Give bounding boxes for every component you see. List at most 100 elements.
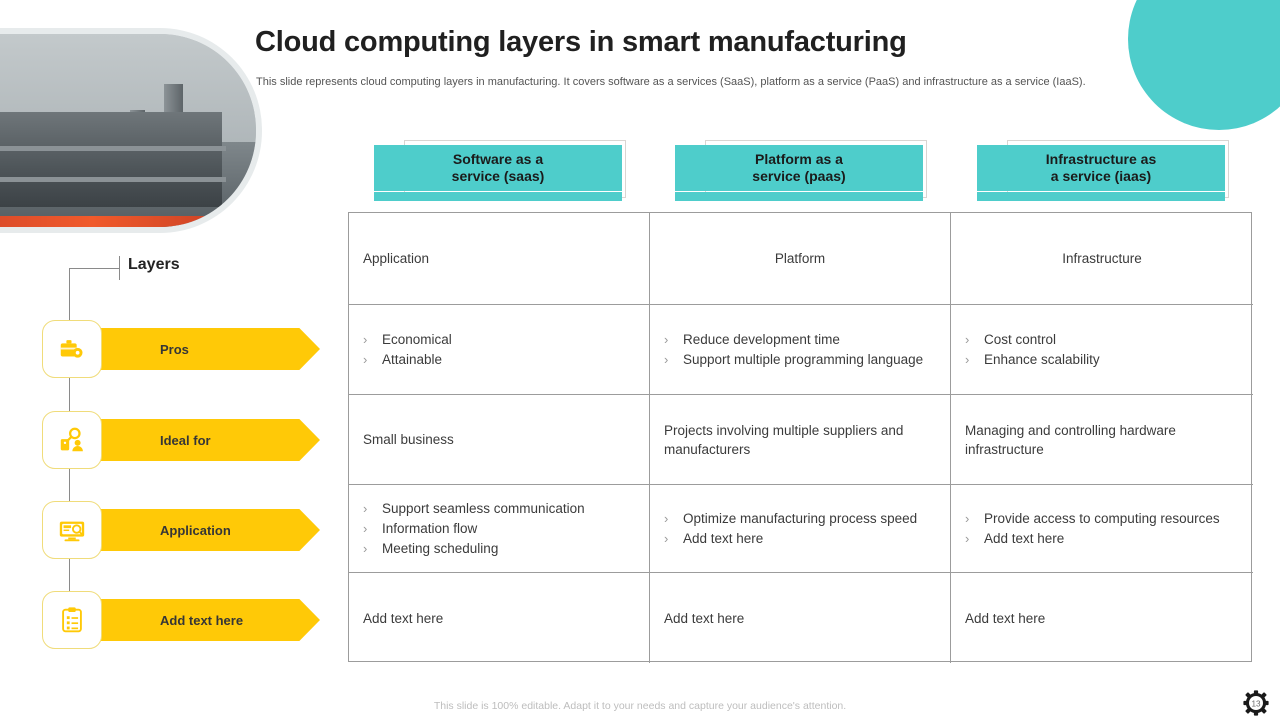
bullet-item: ›Support seamless communication: [363, 499, 635, 518]
bullet-item: › Economical: [363, 330, 635, 349]
bullet-text: Support multiple programming language: [683, 352, 924, 367]
chevron-right-icon: ›: [965, 511, 970, 526]
sidebar-item-label: Ideal for: [160, 432, 211, 448]
chevron-right-icon: ›: [363, 332, 368, 347]
header-box: Infrastructure as a service (iaas): [977, 145, 1225, 191]
chevron-right-icon: ›: [363, 541, 368, 556]
table-cell-pros-2[interactable]: › Cost control ›Enhance scalability: [951, 305, 1253, 395]
bullet-list: › Reduce development time › Support multipl…: [664, 329, 936, 370]
clipboard-checklist-icon: [42, 591, 102, 649]
bullet-item: › Reduce development time: [664, 330, 936, 349]
table-cell-ideal-for-0[interactable]: Small business: [349, 395, 650, 485]
chevron-right-icon: ›: [965, 531, 970, 546]
bullet-text: Information flow: [382, 521, 478, 536]
comparison-table: Application Platform Infrastructure › Econom…: [348, 212, 1253, 663]
briefcase-gear-icon: [42, 320, 102, 378]
bullet-list: ›Support seamless communication›Informat…: [363, 498, 635, 559]
table-cell-application-2[interactable]: › Provide access to computing resources › A…: [951, 485, 1253, 573]
bullet-text: Add text here: [683, 531, 764, 546]
header-base-bar: [977, 192, 1225, 201]
bullet-item: › Meeting scheduling: [363, 539, 635, 558]
table-cell-pros-1[interactable]: › Reduce development time › Support multipl…: [650, 305, 951, 395]
sidebar-item-ideal-for[interactable]: Ideal for: [42, 411, 322, 469]
sidebar-item-application[interactable]: Application: [42, 501, 322, 559]
cell-text: Small business: [363, 432, 454, 447]
bullet-text: Support seamless communication: [382, 501, 585, 516]
page-title: Cloud computing layers in smart manufact…: [255, 26, 907, 58]
arrow-shape: [62, 328, 320, 370]
header-line-2: service (paas): [752, 168, 846, 184]
table-cell-add-text-here-0[interactable]: Add text here: [349, 573, 650, 663]
svg-text:13: 13: [1251, 699, 1261, 708]
cell-text: Projects involving multiple suppliers an…: [664, 422, 904, 457]
bullet-text: Cost control: [984, 332, 1057, 347]
cell-text: Add text here: [363, 610, 444, 626]
table-cell-layer-name-2[interactable]: Infrastructure: [951, 213, 1253, 305]
column-header-iaas[interactable]: Infrastructure as a service (iaas): [977, 140, 1229, 201]
bullet-item: ›Information flow: [363, 519, 635, 538]
sidebar-item-label: Application: [160, 522, 231, 538]
arrow-shape: [62, 509, 320, 551]
table-cell-pros-0[interactable]: › Economical › Attainable: [349, 305, 650, 395]
bullet-list: › Cost control ›Enhance scalability: [965, 329, 1239, 370]
chevron-right-icon: ›: [965, 332, 970, 347]
bullet-text: Optimize manufacturing process speed: [683, 511, 918, 526]
table-cell-ideal-for-2[interactable]: Managing and controlling hardware infras…: [951, 395, 1253, 485]
table-cell-layer-name-0[interactable]: Application: [349, 213, 650, 305]
bullet-item: › Add text here: [664, 529, 936, 548]
chevron-right-icon: ›: [664, 352, 669, 367]
chevron-right-icon: ›: [363, 352, 368, 367]
table-cell-application-1[interactable]: › Optimize manufacturing process speed › Ad…: [650, 485, 951, 573]
photo-deck: [0, 146, 226, 151]
bullet-item: › Cost control: [965, 330, 1239, 349]
table-cell-application-0[interactable]: ›Support seamless communication›Informat…: [349, 485, 650, 573]
connector-tick: [119, 256, 120, 280]
bullet-item: ›Enhance scalability: [965, 350, 1239, 369]
photo-plant-structure: [0, 112, 222, 207]
bullet-list: › Economical › Attainable: [363, 329, 635, 370]
header-box: Software as a service (saas): [374, 145, 622, 191]
table-cell-add-text-here-1[interactable]: Add text here: [650, 573, 951, 663]
cell-text: Infrastructure: [1062, 251, 1142, 266]
page-number-gear-icon: 13: [1243, 690, 1269, 716]
chevron-right-icon: ›: [664, 511, 669, 526]
column-header-paas[interactable]: Platform as a service (paas): [675, 140, 927, 201]
cell-text: Application: [363, 251, 430, 266]
photo-red-pipe: [0, 216, 242, 227]
bullet-text: Add text here: [984, 531, 1065, 546]
arrow-shape: [62, 419, 320, 461]
header-line-1: Platform as a: [755, 151, 843, 167]
table-cell-ideal-for-1[interactable]: Projects involving multiple suppliers an…: [650, 395, 951, 485]
table-cell-layer-name-1[interactable]: Platform: [650, 213, 951, 305]
sidebar-item-pros[interactable]: Pros: [42, 320, 322, 378]
arrow-shape: [62, 599, 320, 641]
bullet-text: Reduce development time: [683, 332, 840, 347]
header-base-bar: [374, 192, 622, 201]
bullet-text: Meeting scheduling: [382, 541, 499, 556]
bullet-text: Attainable: [382, 352, 443, 367]
sidebar-item-label: Add text here: [160, 612, 244, 628]
bullet-list: › Provide access to computing resources › A…: [965, 508, 1239, 549]
bullet-list: › Optimize manufacturing process speed › Ad…: [664, 508, 936, 549]
people-search-icon: [42, 411, 102, 469]
sidebar-item-add-text-here[interactable]: Add text here: [42, 591, 322, 649]
bullet-text: Provide access to computing resources: [984, 511, 1220, 526]
page-subtitle: This slide represents cloud computing la…: [256, 76, 1086, 88]
photo-deck: [0, 177, 226, 182]
chevron-right-icon: ›: [965, 352, 970, 367]
cell-text: Add text here: [664, 610, 745, 626]
table-cell-add-text-here-2[interactable]: Add text here: [951, 573, 1253, 663]
photo-content: [0, 34, 256, 227]
bullet-item: › Attainable: [363, 350, 635, 369]
chevron-right-icon: ›: [664, 531, 669, 546]
bullet-item: › Add text here: [965, 529, 1239, 548]
bullet-item: › Optimize manufacturing process speed: [664, 509, 936, 528]
header-line-2: service (saas): [451, 168, 545, 184]
header-line-1: Infrastructure as: [1045, 151, 1157, 167]
bullet-text: Economical: [382, 332, 452, 347]
bullet-item: › Provide access to computing resources: [965, 509, 1239, 528]
sidebar-item-label: Pros: [160, 341, 189, 357]
cell-text: Add text here: [965, 610, 1046, 626]
chevron-right-icon: ›: [664, 332, 669, 347]
column-header-saas[interactable]: Software as a service (saas): [374, 140, 626, 201]
